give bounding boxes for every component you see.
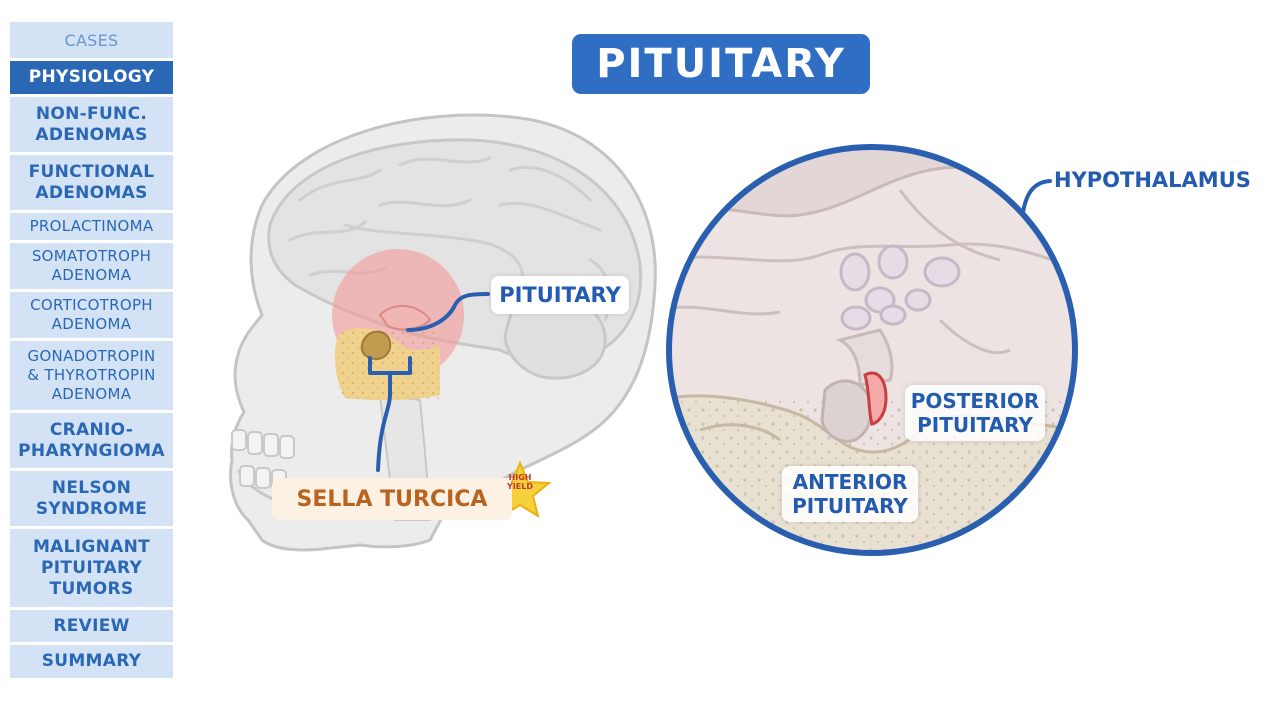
nav-item-summary[interactable]: SUMMARY <box>10 645 173 678</box>
pituitary-connector <box>406 292 490 332</box>
posterior-pituitary-shape <box>863 371 888 426</box>
anterior-pituitary-label: ANTERIOR PITUITARY <box>782 466 918 522</box>
zoom-circle-border <box>666 144 1078 556</box>
nav-item-somatotroph-adenoma[interactable]: SOMATOTROPH ADENOMA <box>10 243 173 289</box>
nav-item-functional-adenomas[interactable]: FUNCTIONAL ADENOMAS <box>10 155 173 210</box>
high-yield-badge-text: HIGH YIELD <box>507 473 533 491</box>
hypothalamus-label: HYPOTHALAMUS <box>1054 168 1251 192</box>
nav-item-physiology[interactable]: PHYSIOLOGY <box>10 61 173 94</box>
posterior-pituitary-label: POSTERIOR PITUITARY <box>905 385 1045 441</box>
nav-item-malignant-pituitary-tumors[interactable]: MALIGNANT PITUITARY TUMORS <box>10 529 173 607</box>
nav-item-non-func-adenomas[interactable]: NON-FUNC. ADENOMAS <box>10 97 173 152</box>
nav-item-prolactinoma[interactable]: PROLACTINOMA <box>10 213 173 240</box>
nav-item-cases[interactable]: CASES <box>10 22 173 58</box>
nav-item-gonadotropin-thyrotropin-adenoma[interactable]: GONADOTROPIN & THYROTROPIN ADENOMA <box>10 341 173 410</box>
nav-item-craniopharyngioma[interactable]: CRANIO- PHARYNGIOMA <box>10 413 173 468</box>
page-title: PITUITARY <box>572 34 870 94</box>
nav-item-review[interactable]: REVIEW <box>10 610 173 642</box>
nav-item-corticotroph-adenoma[interactable]: CORTICOTROPH ADENOMA <box>10 292 173 338</box>
nav-item-nelson-syndrome[interactable]: NELSON SYNDROME <box>10 471 173 526</box>
sidebar-nav: CASES PHYSIOLOGY NON-FUNC. ADENOMAS FUNC… <box>10 22 173 681</box>
sella-turcica-label: SELLA TURCICA <box>272 478 512 520</box>
sella-connector <box>376 371 392 472</box>
pituitary-label: PITUITARY <box>491 276 629 314</box>
